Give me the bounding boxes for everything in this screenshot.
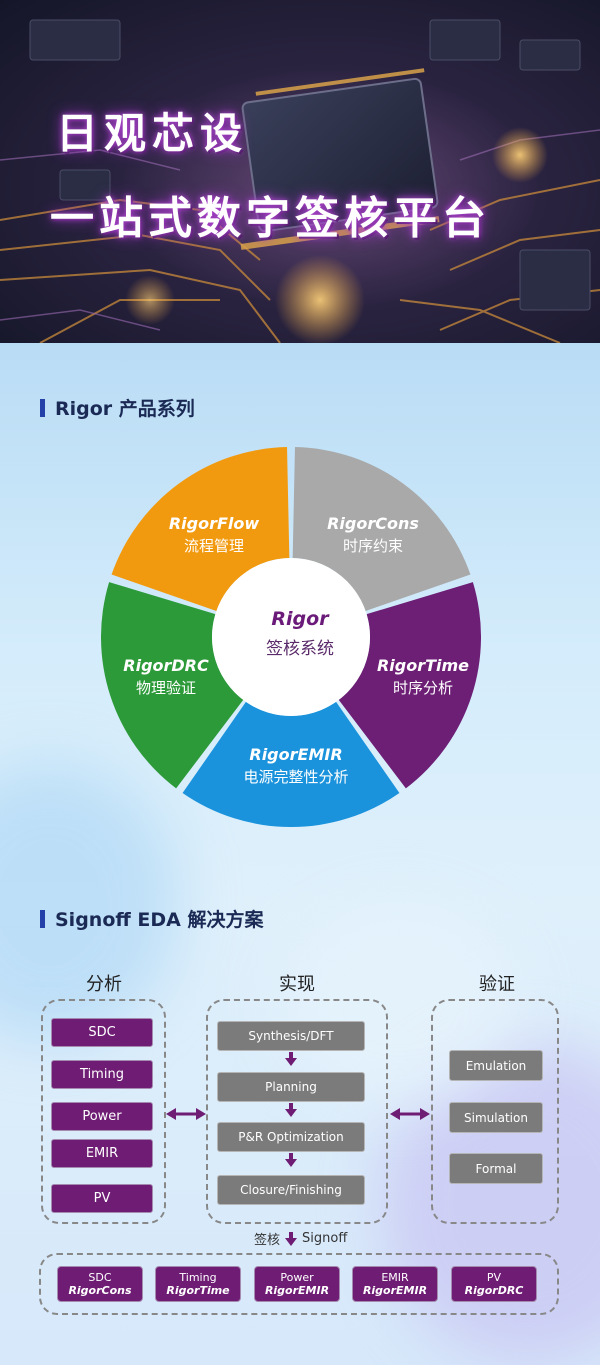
center-name: Rigor [271,608,329,630]
signoff-tool-power[interactable]: Power RigorEMIR [254,1266,340,1302]
hero-title-line1: 日观芯设 [56,109,249,158]
segment-label-rigoremir[interactable]: RigorEMIR 电源完整性分析 [243,745,348,787]
signoff-label: 签核 Signoff [254,1229,347,1248]
segment-desc: 流程管理 [183,537,245,555]
section-title-solutions: Signoff EDA 解决方案 [40,905,263,932]
tool-category: PV [486,1271,502,1284]
tool-name: RigorEMIR [362,1284,428,1297]
section-title-products: Rigor 产品系列 [40,394,195,421]
section-accent-bar [40,398,45,417]
flow-arrow-down-icon [285,1109,297,1117]
analysis-item-timing[interactable]: Timing [51,1060,153,1089]
tool-category: Timing [179,1271,217,1284]
segment-name: RigorEMIR [249,745,343,764]
impl-step-closure[interactable]: Closure/Finishing [217,1175,365,1205]
verify-item-simulation[interactable]: Simulation [449,1102,543,1133]
signoff-tool-emir[interactable]: EMIR RigorEMIR [352,1266,438,1302]
donut-center [212,558,370,716]
segment-label-rigordrc[interactable]: RigorDRC 物理验证 [123,656,208,698]
signoff-tool-sdc[interactable]: SDC RigorCons [57,1266,143,1302]
segment-label-rigorflow[interactable]: RigorFlow 流程管理 [169,514,259,556]
segment-desc: 时序约束 [342,537,404,555]
donut-segment-rigoremir[interactable] [182,701,400,828]
donut-segment-rigorflow[interactable] [111,447,290,612]
signoff-tool-timing[interactable]: Timing RigorTime [155,1266,241,1302]
segment-name: RigorFlow [168,514,260,533]
implementation-group [206,999,388,1224]
segment-name: RigorTime [376,656,470,675]
donut-segment-rigorcons[interactable] [292,447,471,612]
tool-name: RigorEMIR [264,1284,330,1297]
analysis-group [41,999,166,1224]
section-title-text: Signoff EDA 解决方案 [55,909,264,931]
column-title-analysis: 分析 [86,974,122,995]
donut-center-label: Rigor 签核系统 [266,608,334,659]
signoff-tool-pv[interactable]: PV RigorDRC [451,1266,537,1302]
flow-arrow-down-icon [285,1058,297,1066]
verify-item-emulation[interactable]: Emulation [449,1050,543,1081]
column-title-implementation: 实现 [279,974,315,995]
flow-arrow-stem [289,1153,293,1159]
hero-title-line2: 一站式数字签核平台 [50,193,491,244]
segment-label-rigorcons[interactable]: RigorCons 时序约束 [327,514,419,556]
tool-name: RigorCons [68,1284,132,1297]
donut-segment-rigordrc[interactable] [101,582,244,789]
impl-step-planning[interactable]: Planning [217,1072,365,1102]
analysis-item-emir[interactable]: EMIR [51,1139,153,1168]
flow-arrow-stem [289,1103,293,1109]
signoff-arrow-down-icon [285,1231,298,1246]
double-arrow-icon [390,1108,430,1120]
tool-name: RigorTime [166,1284,230,1297]
signoff-tools-group [39,1253,559,1315]
section-accent-bar [40,909,45,928]
circuit-board-image [0,19,600,343]
segment-desc: 时序分析 [392,679,453,697]
segment-label-rigortime[interactable]: RigorTime 时序分析 [377,656,469,698]
signoff-label-cn: 签核 [254,1233,281,1248]
donut-segment-rigortime[interactable] [338,582,481,789]
segment-desc: 电源完整性分析 [243,768,349,786]
impl-step-synthesis[interactable]: Synthesis/DFT [217,1021,365,1051]
segment-name: RigorCons [327,514,419,533]
segment-desc: 物理验证 [135,679,197,697]
signoff-label-en: Signoff [302,1231,348,1246]
flow-arrow-down-icon [285,1159,297,1167]
tool-category: SDC [88,1271,112,1284]
tool-category: Power [280,1271,314,1284]
verification-group [431,999,559,1224]
segment-name: RigorDRC [123,656,209,675]
column-title-verification: 验证 [479,974,515,995]
section-title-text: Rigor 产品系列 [55,398,195,420]
analysis-item-pv[interactable]: PV [51,1184,153,1213]
center-desc: 签核系统 [266,639,334,659]
hero-banner: 日观芯设 一站式数字签核平台 [0,0,600,343]
double-arrow-icon [166,1108,206,1120]
impl-step-pnr[interactable]: P&R Optimization [217,1122,365,1152]
analysis-item-power[interactable]: Power [51,1102,153,1131]
tool-name: RigorDRC [464,1284,524,1297]
analysis-item-sdc[interactable]: SDC [51,1018,153,1047]
tool-category: EMIR [381,1271,409,1284]
verify-item-formal[interactable]: Formal [449,1153,543,1184]
flow-arrow-stem [289,1052,293,1058]
